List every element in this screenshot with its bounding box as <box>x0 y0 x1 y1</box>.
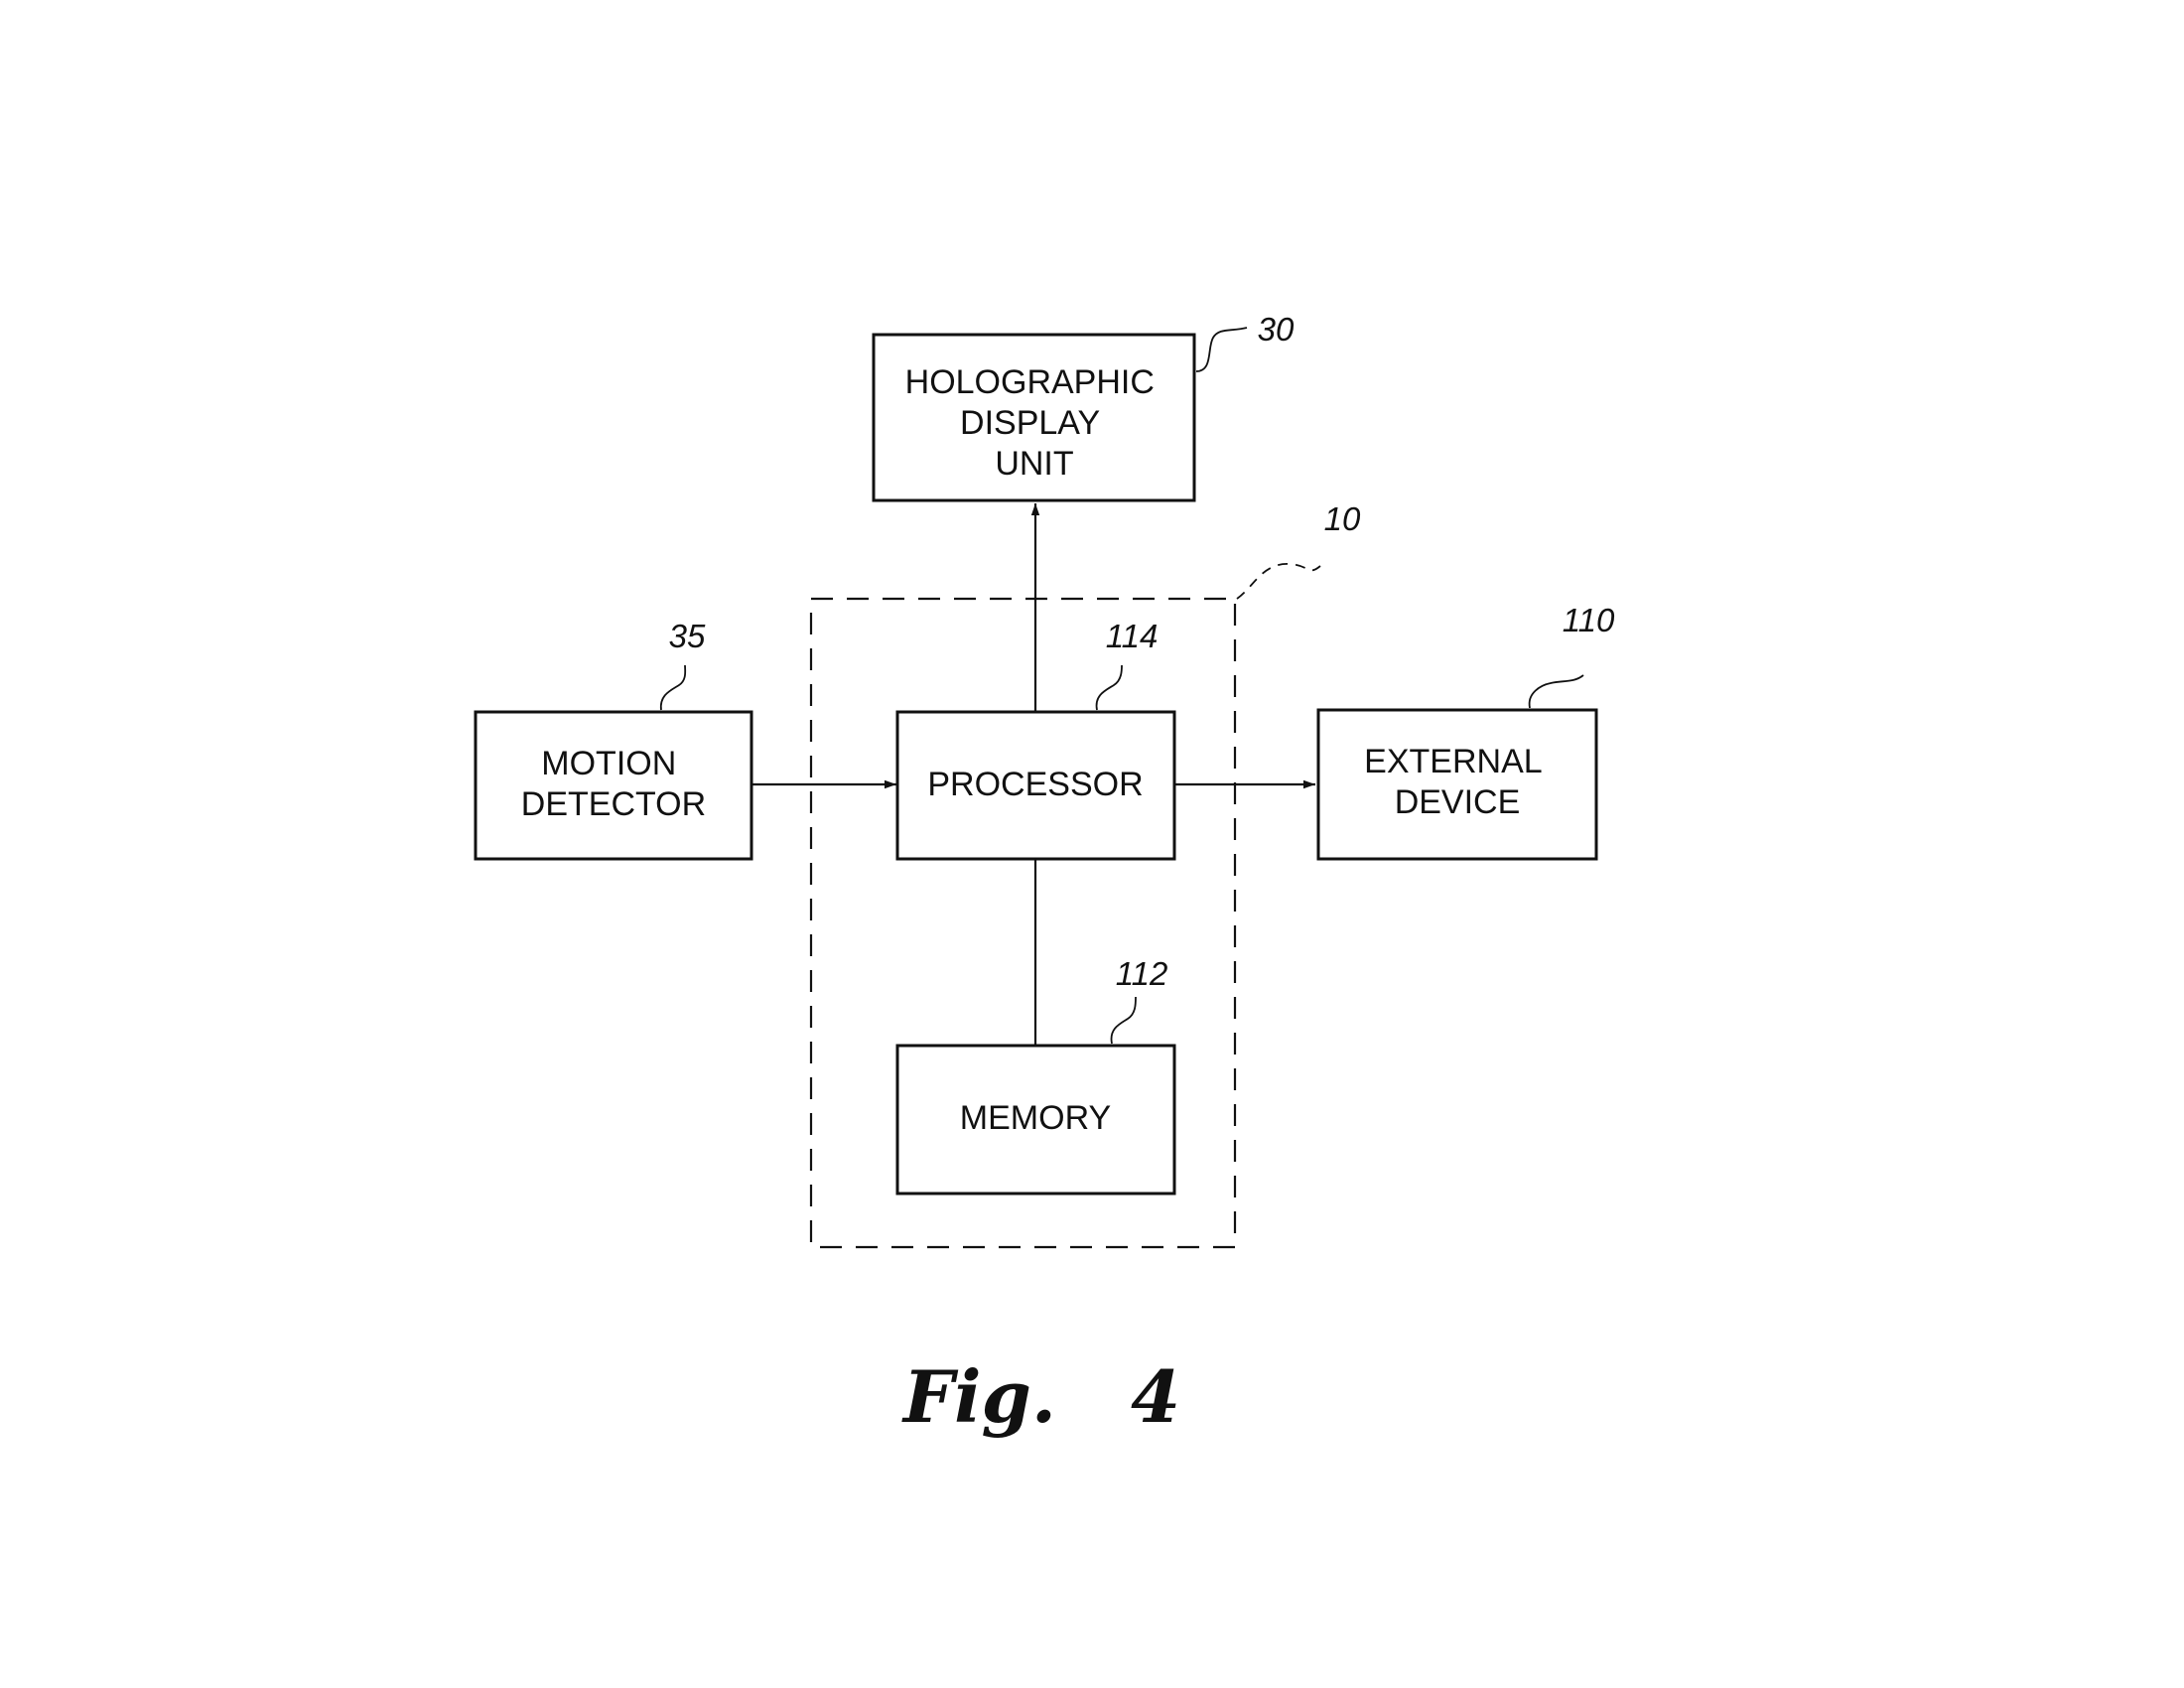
leader-114 <box>1095 664 1123 711</box>
figure-caption-number: 4 <box>1131 1354 1180 1439</box>
leader-35 <box>659 664 687 711</box>
ref-110: 110 <box>1563 602 1615 638</box>
figure-caption: Fig. 4 <box>901 1354 1180 1439</box>
leader-30 <box>1195 327 1248 372</box>
leader-112 <box>1110 996 1137 1045</box>
ref-30: 30 <box>1258 311 1295 348</box>
ref-112: 112 <box>1116 955 1168 992</box>
figure-caption-prefix: Fig. <box>901 1354 1056 1439</box>
ref-114: 114 <box>1106 618 1159 654</box>
holographic-display-label: HOLOGRAPHIC DISPLAY UNIT <box>905 363 1164 483</box>
external-device-label: EXTERNAL DEVICE <box>1364 743 1551 821</box>
motion-detector-box <box>474 710 753 861</box>
processor-label: PROCESSOR <box>927 766 1143 803</box>
memory-label: MEMORY <box>960 1099 1111 1137</box>
ref-10: 10 <box>1324 500 1361 537</box>
memory-box <box>895 1044 1176 1196</box>
motion-detector-label: MOTION DETECTOR <box>521 745 706 823</box>
ref-35: 35 <box>669 618 706 654</box>
external-device-box <box>1316 708 1598 861</box>
processor-box <box>895 710 1176 861</box>
leader-110 <box>1528 674 1584 709</box>
leader-10 <box>1236 563 1321 600</box>
holographic-display-box <box>872 333 1196 502</box>
